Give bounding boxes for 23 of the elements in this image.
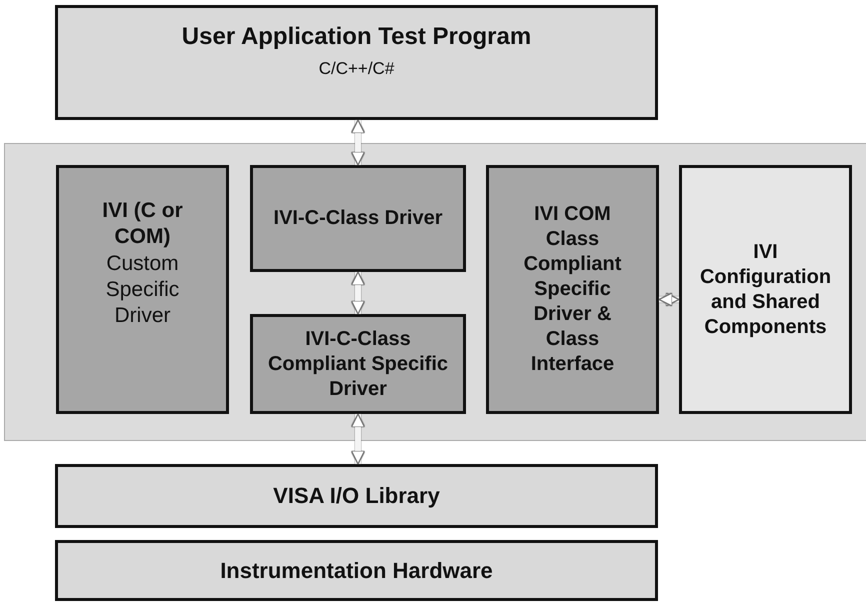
hardware-box (55, 540, 658, 601)
double-arrow (350, 271, 366, 315)
box-title: IVI Configuration and Shared Components (698, 240, 832, 340)
box-title: Instrumentation Hardware (220, 556, 493, 584)
component-box (679, 165, 852, 414)
box-subtitle: C/C++/C# (318, 58, 394, 80)
application-layer-box (55, 5, 658, 120)
box-title: IVI (C or COM) (101, 198, 184, 250)
box-subtitle: Custom Specific Driver (104, 250, 180, 329)
box-title: User Application Test Program (182, 22, 532, 52)
box-title: VISA I/O Library (273, 482, 440, 510)
double-arrow (658, 292, 680, 307)
driver-layer-band (4, 143, 866, 441)
driver-box (486, 165, 659, 414)
box-title: IVI-C-Class Driver (274, 206, 442, 231)
driver-box (250, 165, 466, 272)
library-box (55, 464, 658, 528)
box-title: IVI-C-Class Compliant Specific Driver (267, 326, 449, 402)
double-arrow (350, 413, 366, 465)
driver-box (56, 165, 229, 414)
double-arrow (350, 119, 366, 166)
driver-box (250, 314, 466, 414)
box-title: IVI COM Class Compliant Specific Driver & Class Interface (522, 202, 622, 377)
